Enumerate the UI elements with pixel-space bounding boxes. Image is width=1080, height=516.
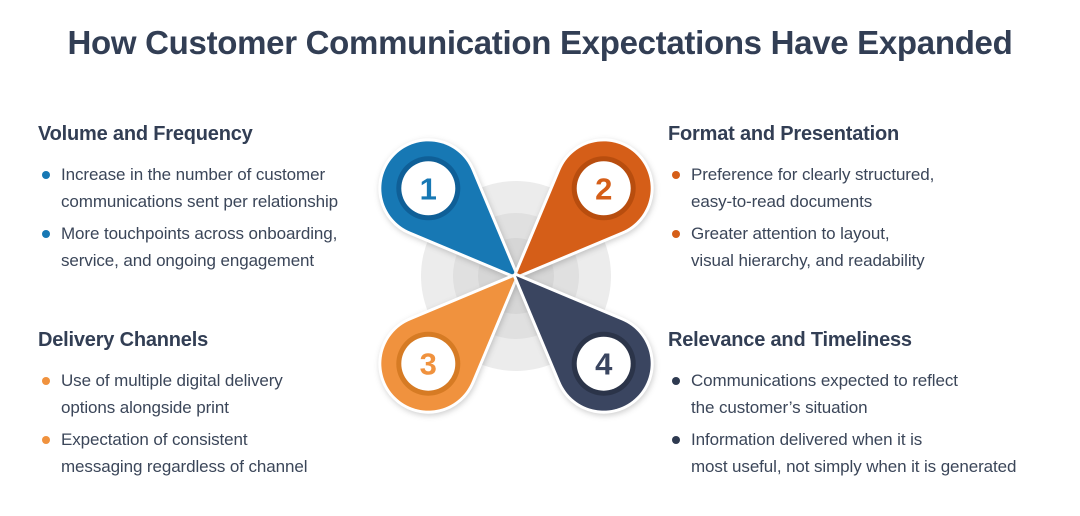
list-item: Greater attention to layout, visual hier… (672, 220, 1074, 274)
bullet-dot-icon (42, 171, 50, 179)
petal-3-badge: 3 (396, 331, 461, 396)
bullet-text: Increase in the number of customer commu… (61, 165, 339, 211)
list-item: Preference for clearly structured, easy-… (672, 161, 1074, 215)
petal-4-number: 4 (595, 347, 613, 382)
bullet-list: Communications expected to reflect the c… (668, 367, 1074, 480)
section-heading-volume-frequency: Volume and Frequency (38, 123, 253, 145)
section-heading-format-presentation: Format and Presentation (668, 123, 899, 145)
section-heading-delivery-channels: Delivery Channels (38, 329, 209, 351)
bullet-list: Increase in the number of customer commu… (38, 161, 408, 274)
section-relevance-timeliness: Relevance and Timeliness Communications … (668, 328, 1074, 480)
list-item: Expectation of consistent messaging rega… (42, 426, 408, 480)
bullet-dot-icon (42, 436, 50, 444)
badge-circle (401, 161, 456, 216)
bullet-text: More touchpoints across onboarding, serv… (61, 224, 338, 270)
list-item: Use of multiple digital delivery options… (42, 367, 408, 421)
bullet-dot-icon (42, 377, 50, 385)
section-heading-relevance-timeliness: Relevance and Timeliness (668, 329, 912, 351)
bullet-dot-icon (672, 171, 680, 179)
bullet-dot-icon (672, 436, 680, 444)
bullet-text: Greater attention to layout, visual hier… (691, 224, 925, 270)
bullet-text: Communications expected to reflect the c… (691, 371, 958, 417)
petal-1-badge: 1 (396, 156, 461, 221)
petal-2-badge: 2 (571, 156, 636, 221)
list-item: Communications expected to reflect the c… (672, 367, 1074, 421)
section-delivery-channels: Delivery Channels Use of multiple digita… (38, 328, 408, 480)
bullet-text: Expectation of consistent messaging rega… (61, 430, 308, 476)
bullet-text: Preference for clearly structured, easy-… (691, 165, 935, 211)
bullet-list: Preference for clearly structured, easy-… (668, 161, 1074, 274)
list-item: Increase in the number of customer commu… (42, 161, 408, 215)
bullet-dot-icon (672, 230, 680, 238)
bullet-list: Use of multiple digital delivery options… (38, 367, 408, 480)
badge-circle (576, 336, 631, 391)
petal-diagram: 1 2 3 4 (378, 138, 654, 414)
petal-4-badge: 4 (571, 331, 636, 396)
bullet-dot-icon (672, 377, 680, 385)
section-format-presentation: Format and Presentation Preference for c… (668, 122, 1074, 274)
badge-circle (401, 336, 456, 391)
bullet-text: Use of multiple digital delivery options… (61, 371, 283, 417)
bullet-text: Information delivered when it is most us… (691, 430, 1017, 476)
list-item: More touchpoints across onboarding, serv… (42, 220, 408, 274)
petal-1-number: 1 (420, 171, 437, 206)
bullet-dot-icon (42, 230, 50, 238)
petal-3-number: 3 (420, 347, 437, 382)
badge-circle (576, 161, 631, 216)
section-volume-frequency: Volume and Frequency Increase in the num… (38, 122, 408, 274)
list-item: Information delivered when it is most us… (672, 426, 1074, 480)
petal-2-number: 2 (595, 171, 612, 206)
page-title: How Customer Communication Expectations … (67, 24, 1013, 61)
